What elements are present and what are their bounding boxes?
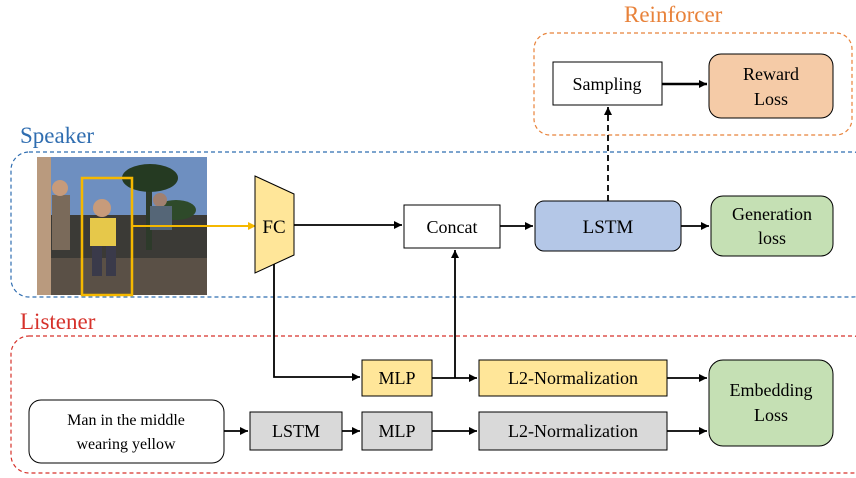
concat-label: Concat — [427, 217, 478, 237]
photo-of-skateboarders-icon — [37, 157, 207, 295]
reinforcer-group — [533, 32, 853, 136]
concat-node — [403, 204, 501, 249]
sampling-node — [552, 61, 663, 106]
expression-line2: wearing yellow — [76, 436, 176, 453]
reward-loss-line2: Loss — [754, 89, 788, 109]
mlp-bottom-label: MLP — [378, 421, 415, 441]
lstm-listener-node — [249, 411, 343, 451]
embedding-loss-line2: Loss — [754, 405, 788, 425]
mlp-top-node — [361, 359, 433, 397]
embedding-loss-line1: Embedding — [730, 380, 813, 400]
lstm-listener-label: LSTM — [272, 421, 320, 441]
speaker-label: Speaker — [20, 123, 94, 148]
l2-top-label: L2-Normalization — [508, 368, 638, 388]
expression-node — [28, 399, 225, 464]
lstm-speaker-label: LSTM — [583, 217, 634, 238]
generation-loss-line1: Generation — [732, 204, 812, 224]
embedding-loss-node — [708, 359, 834, 447]
highlight-box — [80, 176, 134, 297]
listener-group — [10, 335, 856, 474]
l2-bottom-label: L2-Normalization — [508, 421, 638, 441]
reward-loss-line1: Reward — [743, 64, 799, 84]
speaker-group — [10, 151, 856, 298]
mlp-top-label: MLP — [378, 368, 415, 388]
edge-fc-to-mlp — [273, 264, 360, 381]
fc-label: FC — [262, 217, 285, 238]
expression-line1: Man in the middle — [67, 412, 185, 429]
fc-node — [254, 175, 295, 274]
reward-loss-node — [708, 53, 834, 119]
l2-top-node — [478, 359, 668, 397]
mlp-bottom-node — [361, 411, 433, 451]
listener-label: Listener — [20, 309, 96, 334]
generation-loss-node — [710, 195, 834, 257]
l2-bottom-node — [478, 411, 668, 451]
generation-loss-line2: loss — [758, 228, 786, 248]
reinforcer-label: Reinforcer — [624, 2, 723, 27]
sampling-label: Sampling — [572, 74, 641, 94]
